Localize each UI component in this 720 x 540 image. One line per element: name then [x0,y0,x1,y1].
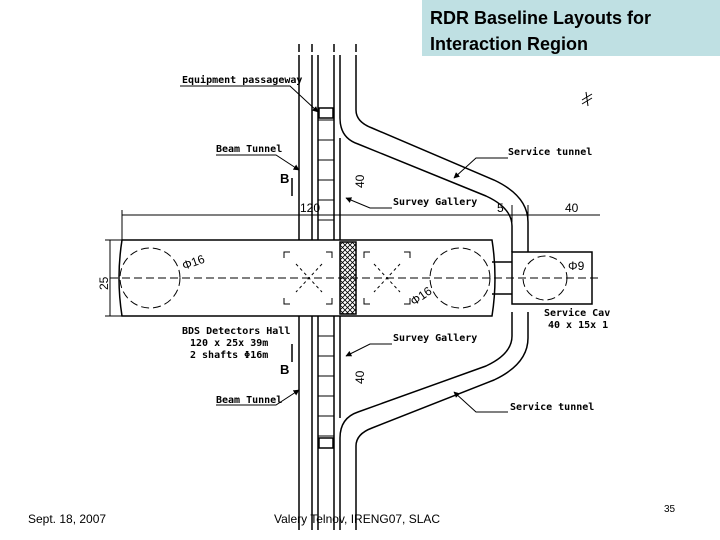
passageway-marker-top [318,107,334,119]
footer-date: Sept. 18, 2007 [28,512,107,526]
label-equipment-passageway: Equipment passageway [182,74,302,86]
section-marker-bottom: B [280,362,289,377]
dim-label-40-right: 40 [565,201,579,215]
label-survey-gallery-top: Survey Gallery [393,197,477,208]
detector-marks [283,251,411,305]
dim-label-phi9: Φ9 [568,259,585,273]
service-tunnel-lower-outer [355,312,529,447]
slide-title-box: RDR Baseline Layouts for Interaction Reg… [422,0,720,56]
dim-label-120: 120 [300,201,320,215]
label-hall-size: 120 x 25x 39m [190,338,268,349]
footer-author: Valery Telnov, IRENG07, SLAC [274,512,441,526]
service-tunnel-lower-inner [339,312,513,439]
shaft-right [429,247,491,309]
footer-page-number: 35 [664,504,676,515]
slide-title-line2: Interaction Region [430,34,589,54]
section-marker-top: B [280,171,289,186]
shaft-left [119,247,181,309]
dim-label-25: 25 [97,276,111,290]
service-tunnel-upper-outer [355,109,529,252]
dim-label-40-top: 40 [353,174,367,188]
label-beam-tunnel-top: Beam Tunnel [216,144,282,155]
label-service-cavern-size: 40 x 15x 1 [548,320,608,331]
label-hall-shafts: 2 shafts Φ16m [190,350,268,361]
label-service-tunnel-top: Service tunnel [508,146,592,158]
label-service-tunnel-bottom: Service tunnel [510,401,594,413]
slide-title-line1: RDR Baseline Layouts for [430,8,652,28]
label-beam-tunnel-bottom: Beam Tunnel [216,395,282,406]
label-survey-gallery-bottom: Survey Gallery [393,333,477,344]
service-tunnel-upper-inner [339,117,513,252]
dim-label-5: 5 [497,201,504,215]
orientation-mark [581,91,593,107]
label-service-cavern-name: Service Cav [544,307,610,319]
passageway-marker-bottom [318,437,334,449]
dim-label-40-bottom: 40 [353,370,367,384]
label-hall-name: BDS Detectors Hall [182,326,290,337]
